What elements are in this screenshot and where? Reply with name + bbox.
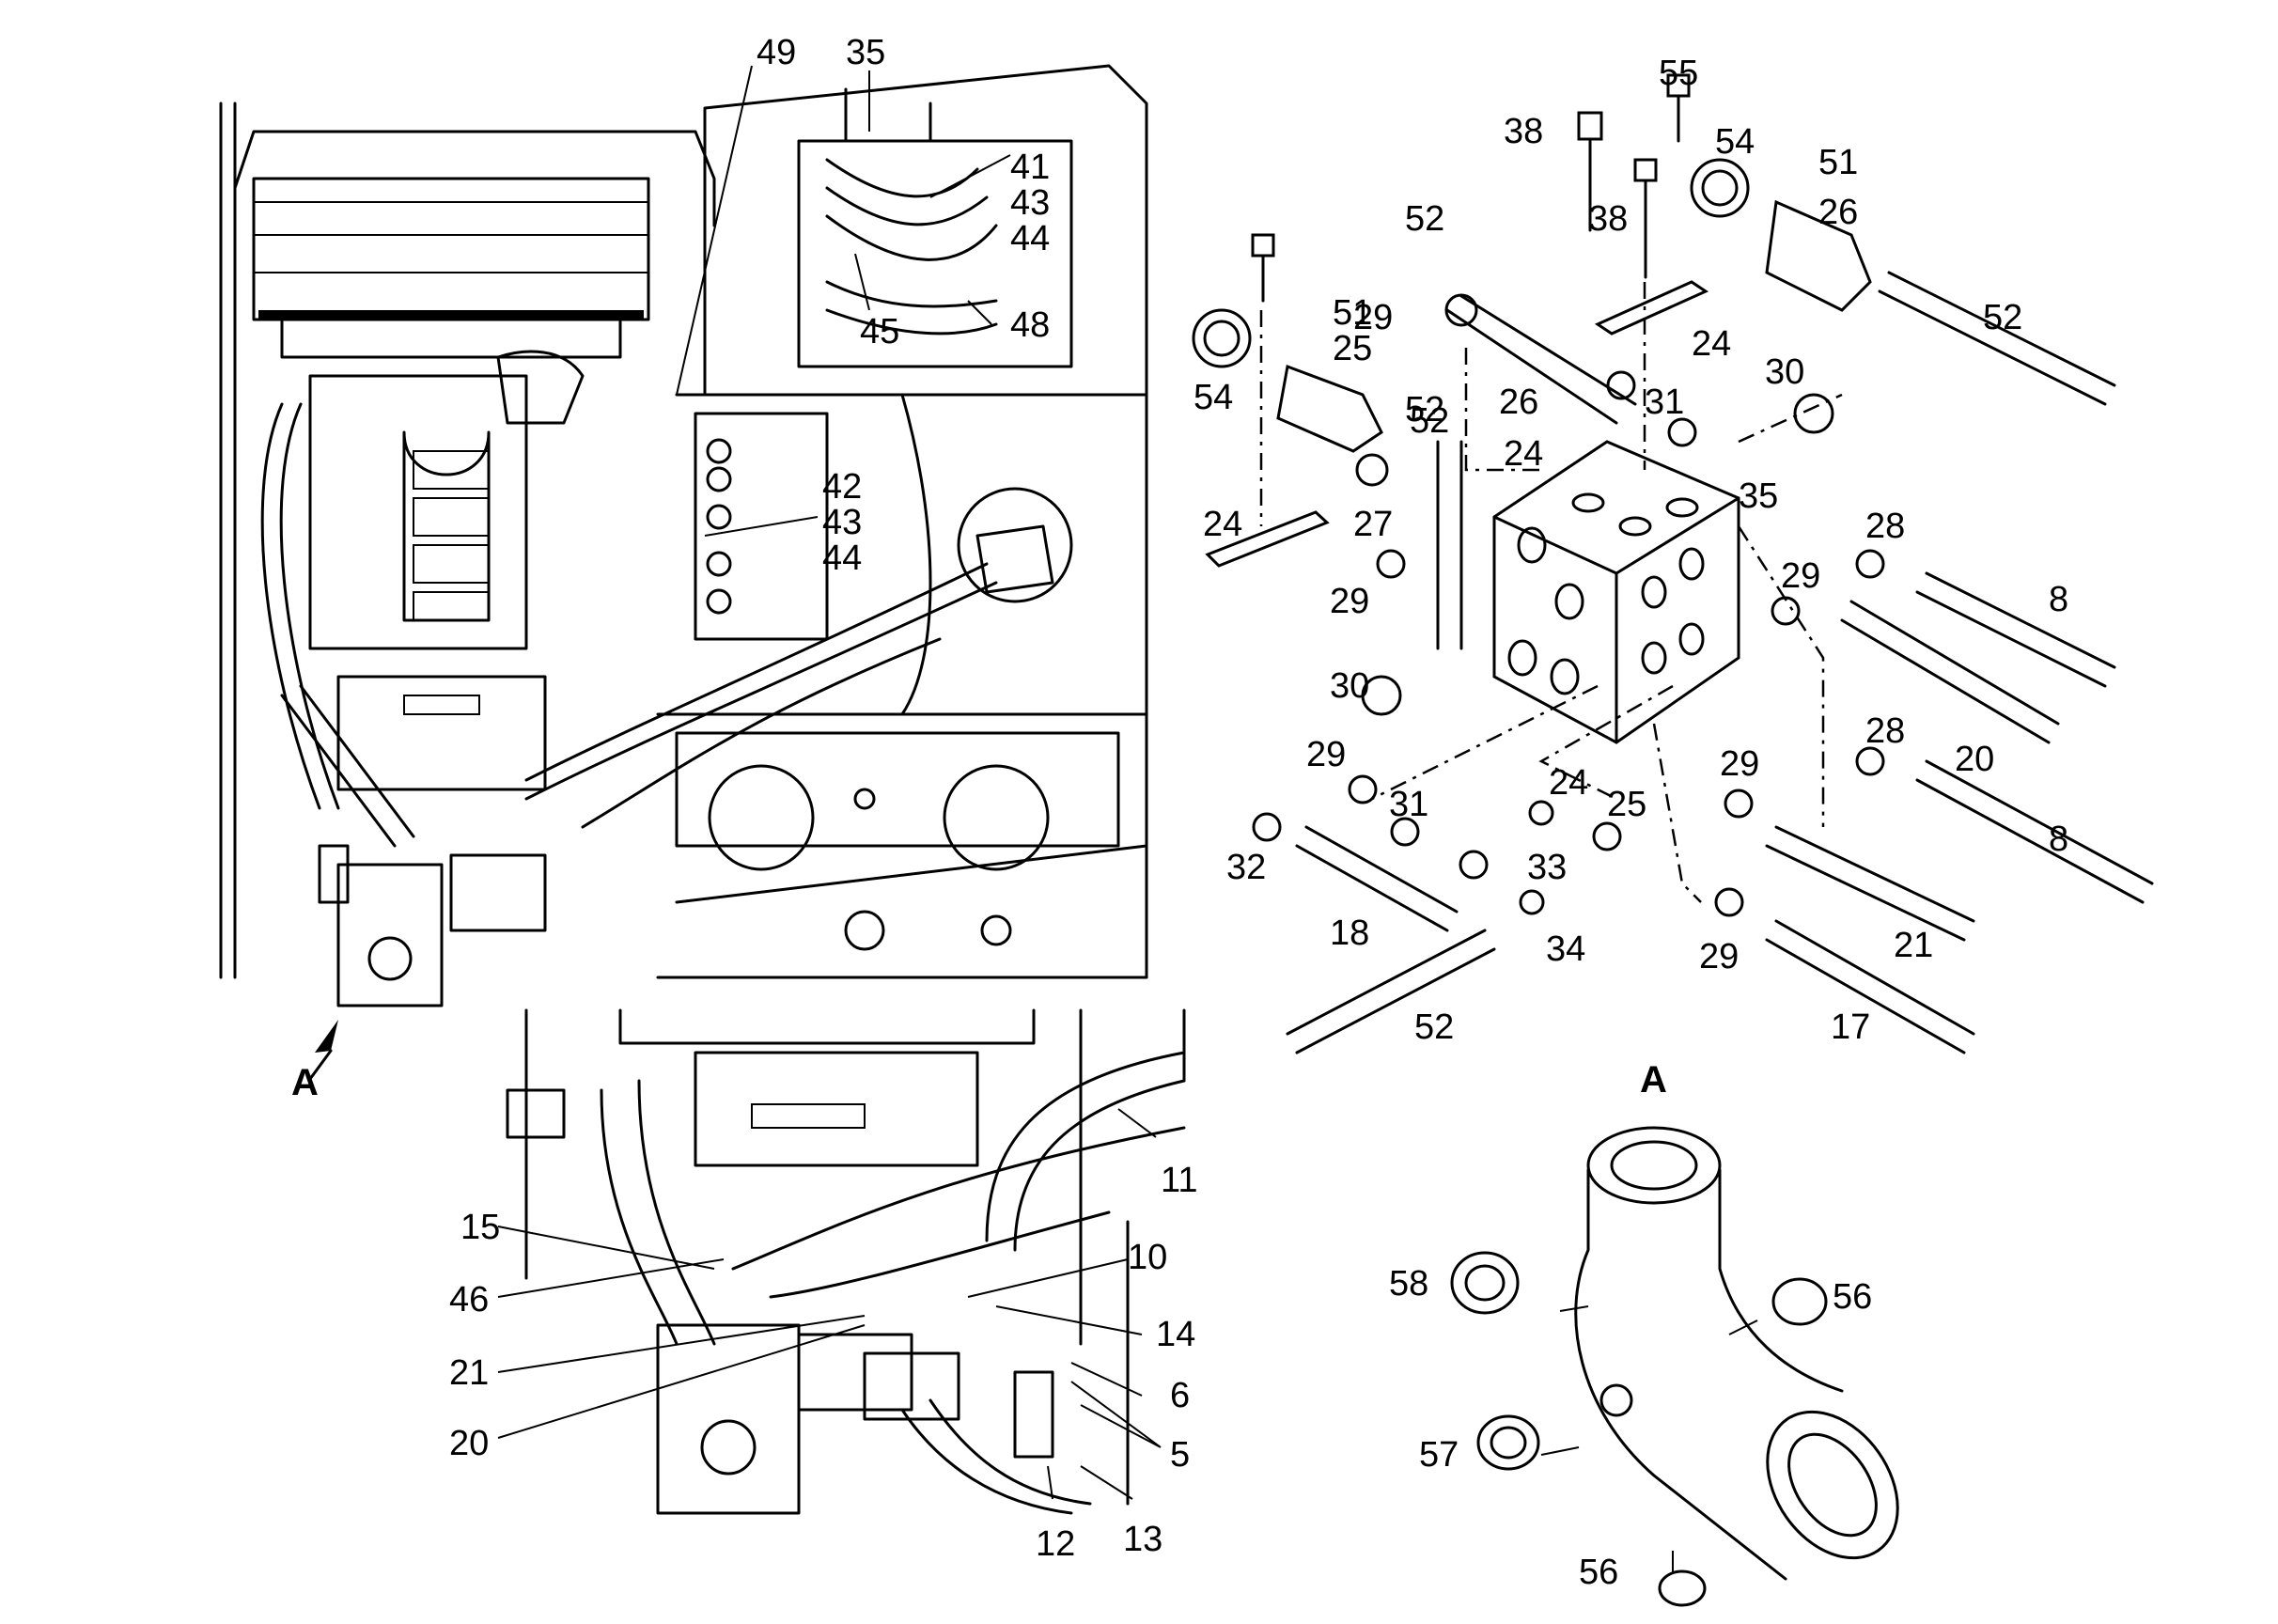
callout: 21 — [449, 1353, 489, 1393]
callout: 27 — [1353, 505, 1393, 544]
callout: 30 — [1330, 666, 1369, 706]
callout: 41 — [1010, 148, 1050, 187]
callout: 51 — [1818, 143, 1858, 182]
view-a-detail — [1450, 1126, 1899, 1607]
callout: 54 — [1194, 378, 1233, 417]
callout: 54 — [1715, 122, 1755, 162]
callout: 45 — [860, 312, 899, 351]
callout: 25 — [1607, 785, 1646, 824]
callout: 15 — [460, 1208, 500, 1247]
callout: 34 — [1546, 929, 1585, 969]
callout: 56 — [1833, 1277, 1872, 1317]
callout: 43 — [1010, 183, 1050, 223]
callout: 43 — [822, 503, 862, 542]
callout: 57 — [1419, 1435, 1459, 1475]
callout: 25 — [1333, 329, 1372, 368]
callout: 32 — [1226, 848, 1266, 887]
callout: 52 — [1410, 401, 1449, 441]
callout: 24 — [1692, 324, 1731, 364]
callout: 26 — [1499, 383, 1538, 422]
main-assembly-view — [219, 64, 1148, 1007]
callout: 28 — [1865, 711, 1905, 751]
view-a-marker: A — [291, 1062, 319, 1103]
callout: 20 — [1955, 740, 1994, 779]
callout: 35 — [1739, 476, 1778, 516]
callout: 58 — [1389, 1264, 1428, 1304]
callout: 38 — [1504, 112, 1543, 151]
callout: 31 — [1389, 785, 1428, 824]
callout: 29 — [1306, 735, 1346, 774]
callout: 10 — [1128, 1238, 1167, 1277]
callout: 30 — [1765, 352, 1804, 392]
callout: 29 — [1781, 556, 1820, 596]
callout: 13 — [1123, 1520, 1162, 1559]
callout: 29 — [1699, 937, 1739, 976]
callout: 52 — [1983, 298, 2022, 337]
view-a-arrow — [315, 1020, 338, 1053]
callout: 24 — [1504, 434, 1543, 474]
callout: 56 — [1579, 1553, 1618, 1592]
callout: 29 — [1720, 744, 1759, 784]
detail-view — [497, 1008, 1186, 1515]
callout: 38 — [1588, 199, 1628, 239]
callout: 24 — [1549, 763, 1588, 803]
callout: 5 — [1170, 1435, 1190, 1475]
callout: 8 — [2049, 820, 2068, 859]
callout: 24 — [1203, 505, 1242, 544]
callout: 44 — [822, 539, 862, 578]
callout: 8 — [2049, 580, 2068, 619]
callout: 20 — [449, 1424, 489, 1463]
callout: 28 — [1865, 507, 1905, 546]
manifold-exploded-view — [1192, 73, 2154, 1054]
callout: 17 — [1831, 1007, 1870, 1047]
callout: 49 — [757, 33, 796, 72]
callout: 35 — [846, 33, 885, 72]
callout: 48 — [1010, 305, 1050, 345]
callout: 26 — [1818, 193, 1858, 232]
callout: 21 — [1894, 926, 1933, 965]
callout: 44 — [1010, 219, 1050, 258]
callout: 52 — [1405, 390, 1444, 429]
view-a-title: A — [1640, 1059, 1667, 1101]
callout: 29 — [1353, 298, 1393, 337]
callout: 31 — [1645, 383, 1684, 422]
callout: 18 — [1330, 914, 1369, 953]
callout: 46 — [449, 1280, 489, 1320]
callout: 29 — [1330, 582, 1369, 621]
callout: 11 — [1161, 1161, 1197, 1200]
callout: 6 — [1170, 1376, 1190, 1415]
callout: 52 — [1405, 199, 1444, 239]
callout: 52 — [1414, 1007, 1454, 1047]
callout: 14 — [1156, 1315, 1195, 1354]
callout: 12 — [1036, 1524, 1075, 1564]
callout: 51 — [1333, 293, 1372, 333]
callout: 42 — [822, 467, 862, 507]
callout: 55 — [1659, 54, 1698, 93]
callout: 33 — [1527, 848, 1567, 887]
